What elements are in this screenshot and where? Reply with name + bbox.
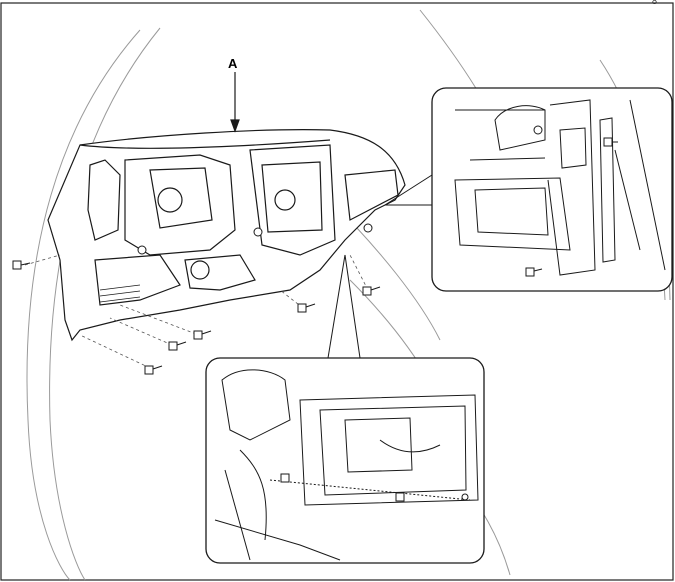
bolt-icon (144, 365, 163, 375)
bolt-icon (533, 125, 543, 135)
detail-inset-bottom (205, 357, 485, 564)
callout-label-a: A (228, 56, 238, 71)
bolt-icon (461, 493, 469, 501)
bolt-icon (253, 227, 263, 237)
bolt-icon (193, 330, 212, 340)
bolt-icon (297, 303, 316, 313)
bolt-icon (280, 473, 290, 483)
bolt-icon (363, 223, 373, 233)
inset-right-leaders (384, 174, 433, 206)
detail-inset-right (431, 87, 673, 292)
callout-arrow-a (230, 72, 240, 133)
bolt-icon (12, 260, 31, 270)
bolt-leaders (24, 254, 369, 369)
bolt-icon (525, 267, 543, 277)
inset-bottom-leaders (327, 254, 361, 359)
bolt-icon (603, 137, 618, 147)
bolt-icon (168, 341, 187, 351)
bolt-icon-group (12, 223, 381, 375)
bolt-icon (362, 286, 381, 296)
bolt-icon (395, 492, 405, 502)
dashboard-assembly (47, 129, 406, 342)
bolt-icon (137, 245, 147, 255)
